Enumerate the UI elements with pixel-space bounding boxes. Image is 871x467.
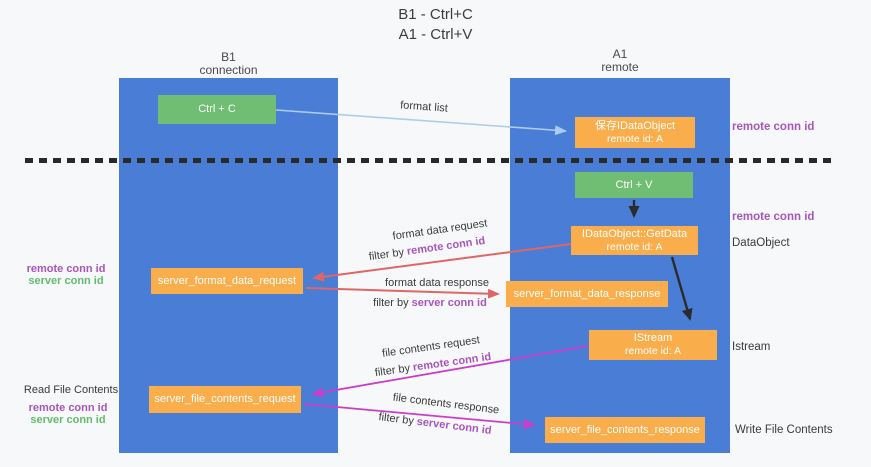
label-remote-conn-id-left-2: remote conn id	[28, 402, 108, 414]
label-remote-conn-id-left-1: remote conn id	[26, 263, 106, 275]
node-istream: IStream remote id: A	[589, 330, 717, 360]
label-istream: Istream	[732, 341, 771, 353]
column-header-right: A1 remote	[510, 48, 730, 74]
label-read-file-contents: Read File Contents	[23, 384, 119, 396]
node-getdata: IDataObject::GetData remote id: A	[571, 226, 698, 255]
filter-key-server-1: server conn id	[411, 297, 487, 309]
diagram-title-line2: A1 - Ctrl+V	[398, 26, 473, 43]
left-conn-id-group-1: remote conn id server conn id	[18, 263, 114, 287]
lane-right-name: A1	[612, 47, 628, 61]
arrow-format-data-response	[305, 287, 500, 299]
arrow-format-data-request	[312, 243, 572, 282]
node-server-format-data-response: server_format_data_response	[506, 281, 668, 307]
filter-prefix-2: filter by	[373, 297, 409, 309]
diagram-title-line1: B1 - Ctrl+C	[398, 6, 473, 23]
arrow-getdata-to-istream	[670, 256, 693, 321]
node-server-format-data-request: server_format_data_request	[151, 268, 303, 294]
node-istream-subtitle: remote id: A	[624, 345, 682, 357]
left-conn-id-group-2: remote conn id server conn id	[18, 402, 118, 426]
label-server-conn-id-left-1: server conn id	[28, 275, 104, 287]
node-format-request-label: server_format_data_request	[157, 274, 297, 287]
node-ctrl-v-label: Ctrl + V	[615, 178, 653, 191]
label-write-file-contents: Write File Contents	[735, 424, 833, 436]
lane-left-role: connection	[199, 63, 258, 77]
lane-right-role: remote	[601, 60, 639, 74]
node-file-response-label: server_file_contents_response	[550, 423, 700, 436]
node-server-file-contents-response: server_file_contents_response	[545, 417, 705, 443]
node-ctrl-c: Ctrl + C	[158, 95, 276, 124]
node-format-response-label: server_format_data_response	[513, 287, 661, 300]
node-save-dataobject-title: 保存IDataObject	[594, 119, 676, 132]
node-ctrl-v: Ctrl + V	[575, 172, 693, 198]
node-ctrl-c-label: Ctrl + C	[198, 103, 236, 115]
node-getdata-title: IDataObject::GetData	[581, 227, 688, 240]
label-server-conn-id-left-2: server conn id	[30, 414, 106, 426]
arrow-file-contents-request	[311, 345, 589, 398]
node-save-dataobject: 保存IDataObject remote id: A	[575, 117, 695, 148]
node-save-dataobject-subtitle: remote id: A	[606, 132, 664, 145]
column-header-left: B1 connection	[119, 51, 338, 77]
label-format-data-response: format data response	[385, 277, 489, 289]
label-remote-conn-id-right-1: remote conn id	[732, 121, 815, 133]
node-server-file-contents-request: server_file_contents_request	[149, 386, 301, 413]
lane-left-name: B1	[221, 50, 236, 64]
session-divider-dashed-line	[25, 158, 835, 163]
label-dataobject: DataObject	[732, 237, 790, 249]
label-remote-conn-id-right-2: remote conn id	[732, 211, 815, 223]
arrow-format-list	[275, 109, 567, 136]
node-file-request-label: server_file_contents_request	[154, 393, 296, 405]
node-istream-title: IStream	[633, 332, 673, 344]
node-getdata-subtitle: remote id: A	[606, 240, 663, 253]
arrow-file-contents-response	[303, 403, 536, 430]
